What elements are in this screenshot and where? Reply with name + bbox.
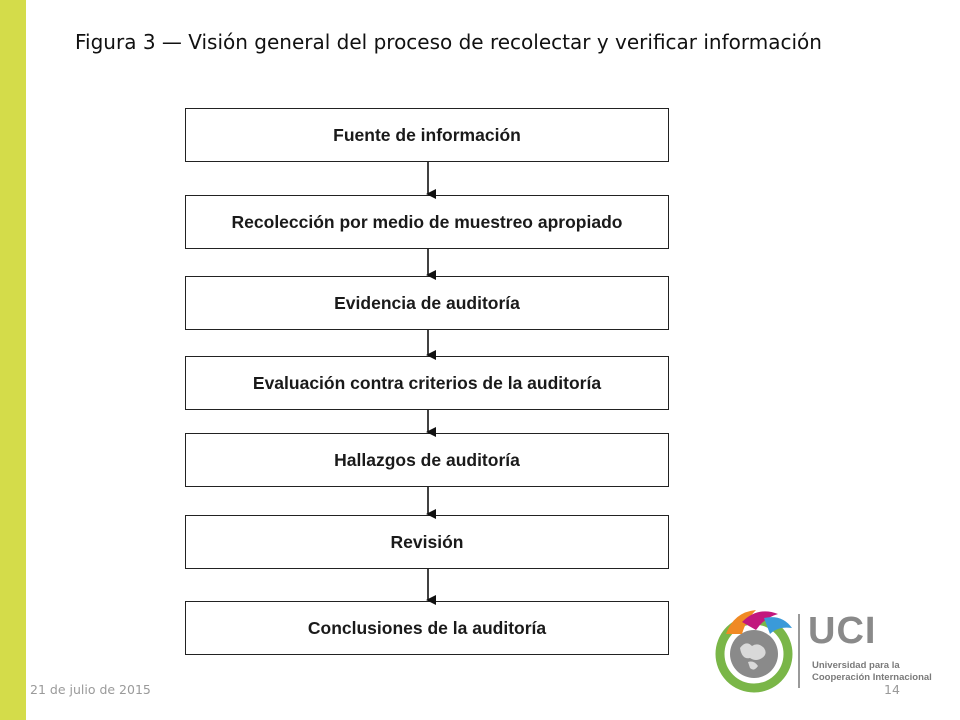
footer-date: 21 de julio de 2015 (30, 682, 151, 697)
logo-line-1: Universidad para la (812, 660, 900, 671)
slide-side-bar (0, 0, 26, 720)
logo-divider (798, 614, 800, 688)
flow-step-sampling: Recolección por medio de muestreo apropi… (185, 195, 669, 249)
page-number: 14 (884, 682, 900, 697)
flow-step-label: Recolección por medio de muestreo apropi… (231, 211, 623, 232)
uci-logo: UCI Universidad para la Cooperación Inte… (712, 604, 942, 700)
flow-step-label: Revisión (390, 531, 464, 552)
flow-step-source: Fuente de información (185, 108, 669, 162)
flow-step-evidence: Evidencia de auditoría (185, 276, 669, 330)
flow-step-label: Conclusiones de la auditoría (307, 617, 547, 638)
globe-emblem-icon (715, 610, 793, 693)
slide-title: Figura 3 — Visión general del proceso de… (75, 30, 822, 54)
flow-step-label: Evidencia de auditoría (334, 292, 520, 313)
flow-step-label: Evaluación contra criterios de la audito… (252, 372, 602, 393)
flow-step-findings: Hallazgos de auditoría (185, 433, 669, 487)
flow-step-label: Hallazgos de auditoría (334, 449, 520, 470)
flow-step-conclusions: Conclusiones de la auditoría (185, 601, 669, 655)
flow-step-label: Fuente de información (333, 124, 521, 145)
logo-name: UCI (808, 610, 877, 652)
logo-line-2: Cooperación Internacional (812, 672, 932, 683)
flow-step-evaluation: Evaluación contra criterios de la audito… (185, 356, 669, 410)
flow-step-review: Revisión (185, 515, 669, 569)
